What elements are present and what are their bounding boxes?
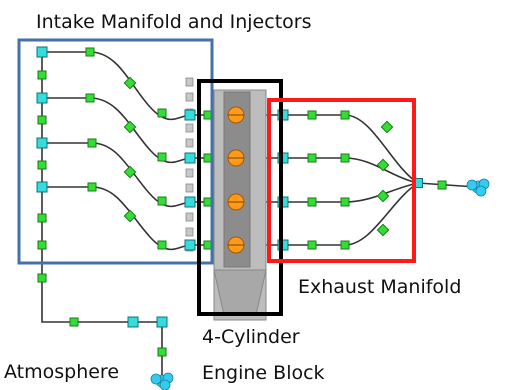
intake-runner-pipe <box>42 97 236 164</box>
pipe-node-icon <box>157 108 167 118</box>
junction-icon <box>127 316 139 328</box>
junction-icon <box>36 92 48 104</box>
pipe-node-icon <box>87 182 97 192</box>
boundary-cloud-part <box>159 379 171 390</box>
pipe-node-icon <box>123 76 137 90</box>
pipe-nodes <box>36 46 490 390</box>
injector-icon <box>185 168 194 178</box>
injector-icon <box>185 212 194 222</box>
intake-trunk-pipe <box>41 52 163 378</box>
boundary-cloud-part <box>466 179 478 191</box>
pipe-node-icon <box>307 110 317 120</box>
exhaust-manifold-box <box>267 98 416 263</box>
engine-block-box <box>197 79 283 316</box>
group-boxes <box>17 38 416 316</box>
intake-runner-pipe <box>42 51 236 121</box>
injector-icon <box>185 123 194 133</box>
boundary-cloud-icon <box>466 178 490 197</box>
pipe-node-icon <box>157 152 167 162</box>
pipe-node-icon <box>69 317 79 327</box>
pipe-node-icon <box>123 120 137 134</box>
pipe-node-icon <box>85 47 95 57</box>
pipe-node-icon <box>37 115 47 125</box>
engine-block-label-line2: Engine Block <box>202 362 325 384</box>
pipe-node-icon <box>340 240 350 250</box>
intake-runner-pipe <box>42 186 236 251</box>
junction-icon <box>36 137 48 149</box>
injector-icon <box>185 77 194 87</box>
exhaust-manifold-label: Exhaust Manifold <box>298 276 461 298</box>
junction-icon <box>184 109 196 121</box>
boundary-cloud-part <box>475 185 487 197</box>
pipe-node-icon <box>87 138 97 148</box>
junction-icon <box>184 239 196 251</box>
pipe-node-icon <box>37 240 47 250</box>
pipe-node-icon <box>157 196 167 206</box>
pipe-node-icon <box>307 240 317 250</box>
pipe-node-icon <box>376 158 390 172</box>
pipe-node-icon <box>340 110 350 120</box>
exhaust-outlet-pipe <box>417 182 477 188</box>
injector-icon <box>185 183 194 193</box>
injector-icon <box>185 138 194 148</box>
junction-icon <box>156 316 168 328</box>
pipe-node-icon <box>340 153 350 163</box>
pipe-node-icon <box>380 120 394 134</box>
intake-manifold-box <box>17 38 214 265</box>
pipe-node-icon <box>37 70 47 80</box>
engine-block-label-line1: 4-Cylinder <box>202 326 300 348</box>
pipe-node-icon <box>307 197 317 207</box>
pipe-node-icon <box>37 273 47 283</box>
pipe-node-icon <box>157 347 167 357</box>
pipe-node-icon <box>123 209 137 223</box>
junction-icon <box>36 181 48 193</box>
boundary-cloud-icon <box>150 372 174 390</box>
pipe-node-icon <box>37 160 47 170</box>
injector-icon <box>185 92 194 102</box>
intake-runner-pipe <box>42 142 236 208</box>
pipe-node-icon <box>157 240 167 250</box>
boundary-cloud-part <box>150 373 162 385</box>
injector-icon <box>185 227 194 237</box>
atmosphere-label: Atmosphere <box>4 361 119 383</box>
junction-icon <box>184 152 196 164</box>
pipe-node-icon <box>307 153 317 163</box>
junction-icon <box>36 46 48 58</box>
intake-manifold-label: Intake Manifold and Injectors <box>36 11 311 33</box>
pipe-node-icon <box>85 93 95 103</box>
pipe-node-icon <box>37 213 47 223</box>
pipe-node-icon <box>376 189 390 203</box>
pipe-node-icon <box>123 165 137 179</box>
pipe-node-icon <box>340 197 350 207</box>
pipe-node-icon <box>376 223 390 237</box>
junction-icon <box>184 196 196 208</box>
pipe-node-icon <box>437 180 447 190</box>
